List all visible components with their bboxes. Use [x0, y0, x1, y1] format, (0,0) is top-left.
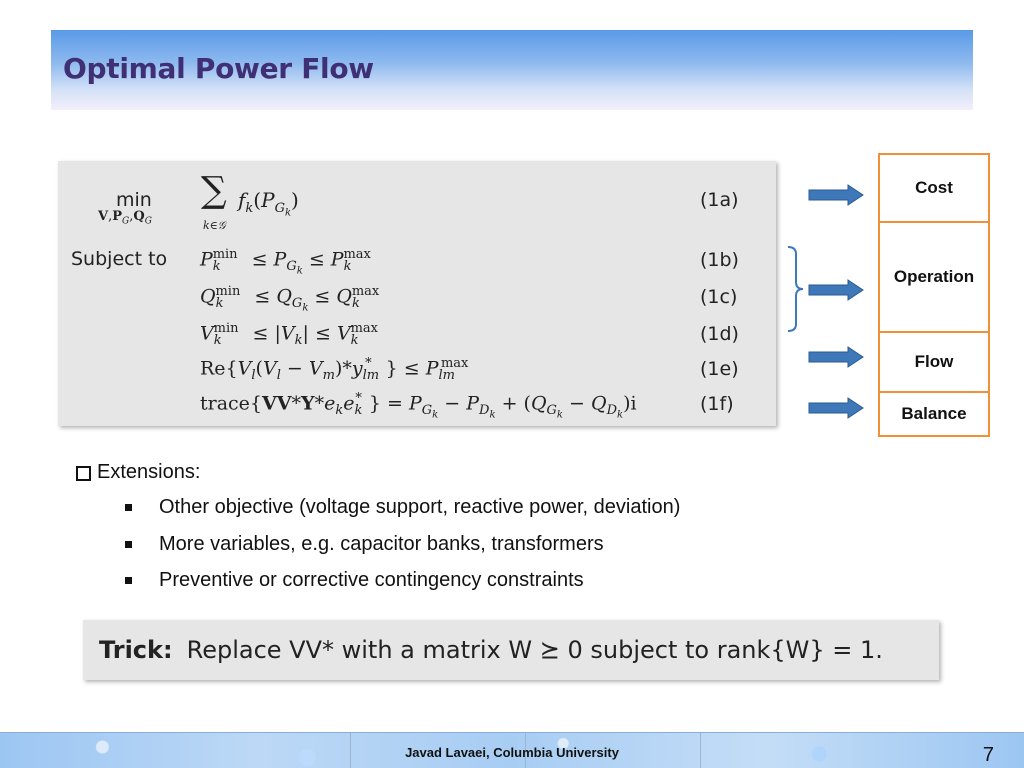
- constraint-1b: Pkmin ≤ PGk ≤ Pkmax: [200, 247, 371, 277]
- tag-1c: (1c): [700, 286, 738, 308]
- footer-divider: [700, 733, 701, 768]
- sum-symbol: ∑: [201, 170, 227, 211]
- operation-box: Operation: [878, 221, 990, 333]
- tag-1f: (1f): [700, 393, 734, 415]
- equation-box: min V,PG,QG ∑ k∈𝒢 fk(PGk) (1a) Subject t…: [58, 161, 776, 426]
- footer-divider: [350, 733, 351, 768]
- list-item: Preventive or corrective contingency con…: [125, 569, 584, 592]
- constraint-1e: Re{Vl(Vl − Vm)*ylm*} ≤ Plmmax: [200, 356, 469, 384]
- list-item-text: More variables, e.g. capacitor banks, tr…: [159, 533, 604, 555]
- constraint-1d: Vkmin ≤ |Vk| ≤ Vkmax: [200, 321, 378, 349]
- square-bullet-icon: [125, 577, 132, 584]
- arrow-right-icon: [808, 184, 864, 206]
- page-number: 7: [982, 744, 994, 766]
- list-item-text: Preventive or corrective contingency con…: [159, 569, 584, 591]
- min-operator: min: [116, 189, 152, 211]
- constraint-1c: Qkmin ≤ QGk ≤ Qkmax: [200, 284, 380, 314]
- arrow-right-icon: [808, 346, 864, 368]
- tag-1e: (1e): [700, 358, 739, 380]
- footer-divider: [525, 733, 526, 768]
- list-item: More variables, e.g. capacitor banks, tr…: [125, 533, 604, 556]
- balance-box: Balance: [878, 391, 990, 437]
- square-bullet-icon: [125, 541, 132, 548]
- tag-1d: (1d): [700, 323, 739, 345]
- slide-title: Optimal Power Flow: [63, 52, 374, 85]
- extensions-heading: Extensions:: [76, 461, 200, 484]
- flow-box: Flow: [878, 331, 990, 393]
- trick-label: Trick:: [99, 636, 173, 664]
- min-subscript: V,PG,QG: [98, 209, 152, 227]
- checkbox-bullet-icon: [76, 466, 91, 481]
- square-bullet-icon: [125, 504, 132, 511]
- constraint-bracket: [787, 246, 804, 332]
- extensions-heading-text: Extensions:: [97, 461, 201, 483]
- arrow-right-icon: [808, 397, 864, 419]
- objective-expression: fk(PGk): [238, 188, 299, 219]
- tag-1a: (1a): [700, 189, 739, 211]
- cost-box: Cost: [878, 153, 990, 223]
- list-item: Other objective (voltage support, reacti…: [125, 496, 680, 519]
- subject-to-label: Subject to: [71, 248, 168, 270]
- trick-text: Replace VV* with a matrix W ⪰ 0 subject …: [186, 636, 883, 664]
- sum-subscript: k∈𝒢: [203, 219, 226, 232]
- tag-1b: (1b): [700, 249, 739, 271]
- list-item-text: Other objective (voltage support, reacti…: [159, 496, 681, 518]
- arrow-right-icon: [808, 279, 864, 301]
- constraint-1f: trace{VV*Y*ekek*} = PGk − PDk + (QGk − Q…: [200, 391, 637, 421]
- title-bar: Optimal Power Flow: [51, 30, 973, 110]
- footer-bar: Javad Lavaei, Columbia University: [0, 732, 1024, 768]
- trick-box: Trick: Replace VV* with a matrix W ⪰ 0 s…: [83, 620, 939, 680]
- footer-text: Javad Lavaei, Columbia University: [405, 745, 619, 760]
